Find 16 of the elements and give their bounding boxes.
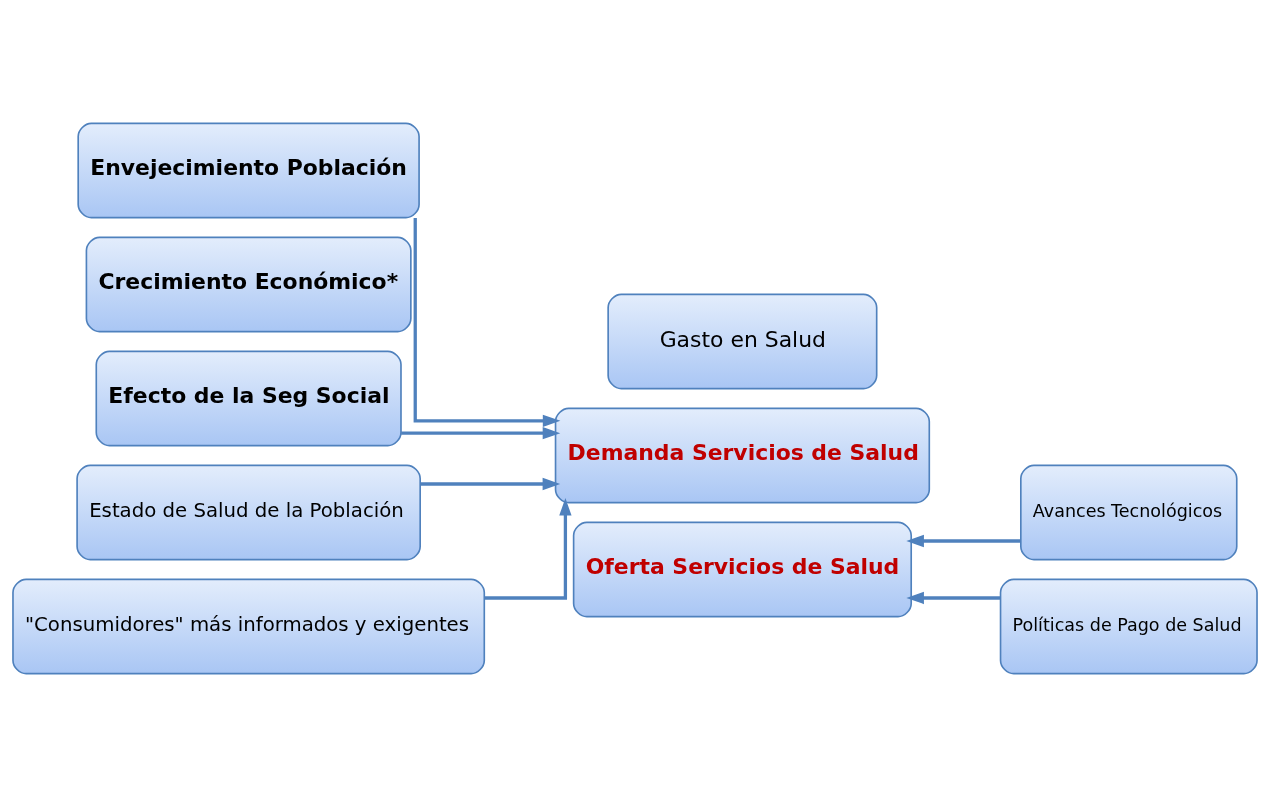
arrow	[420, 477, 561, 490]
node-box: Crecimiento Económico*	[85, 236, 412, 332]
node-box: "Consumidores" más informados y exigentes	[12, 578, 486, 674]
node-box: Oferta Servicios de Salud	[572, 521, 913, 617]
node-box: Efecto de la Seg Social	[95, 350, 402, 446]
node-box: Demanda Servicios de Salud	[554, 407, 931, 503]
arrow	[906, 591, 1001, 604]
node-box: Políticas de Pago de Salud	[999, 578, 1258, 674]
node-box: Avances Tecnológicos	[1020, 464, 1238, 560]
node-box: Gasto en Salud	[607, 293, 878, 389]
node-box: Estado de Salud de la Población	[76, 464, 421, 560]
node-box: Envejecimiento Población	[77, 122, 420, 218]
arrow	[413, 217, 561, 427]
arrow	[484, 497, 572, 600]
arrow	[401, 426, 561, 439]
arrow	[906, 534, 1021, 547]
